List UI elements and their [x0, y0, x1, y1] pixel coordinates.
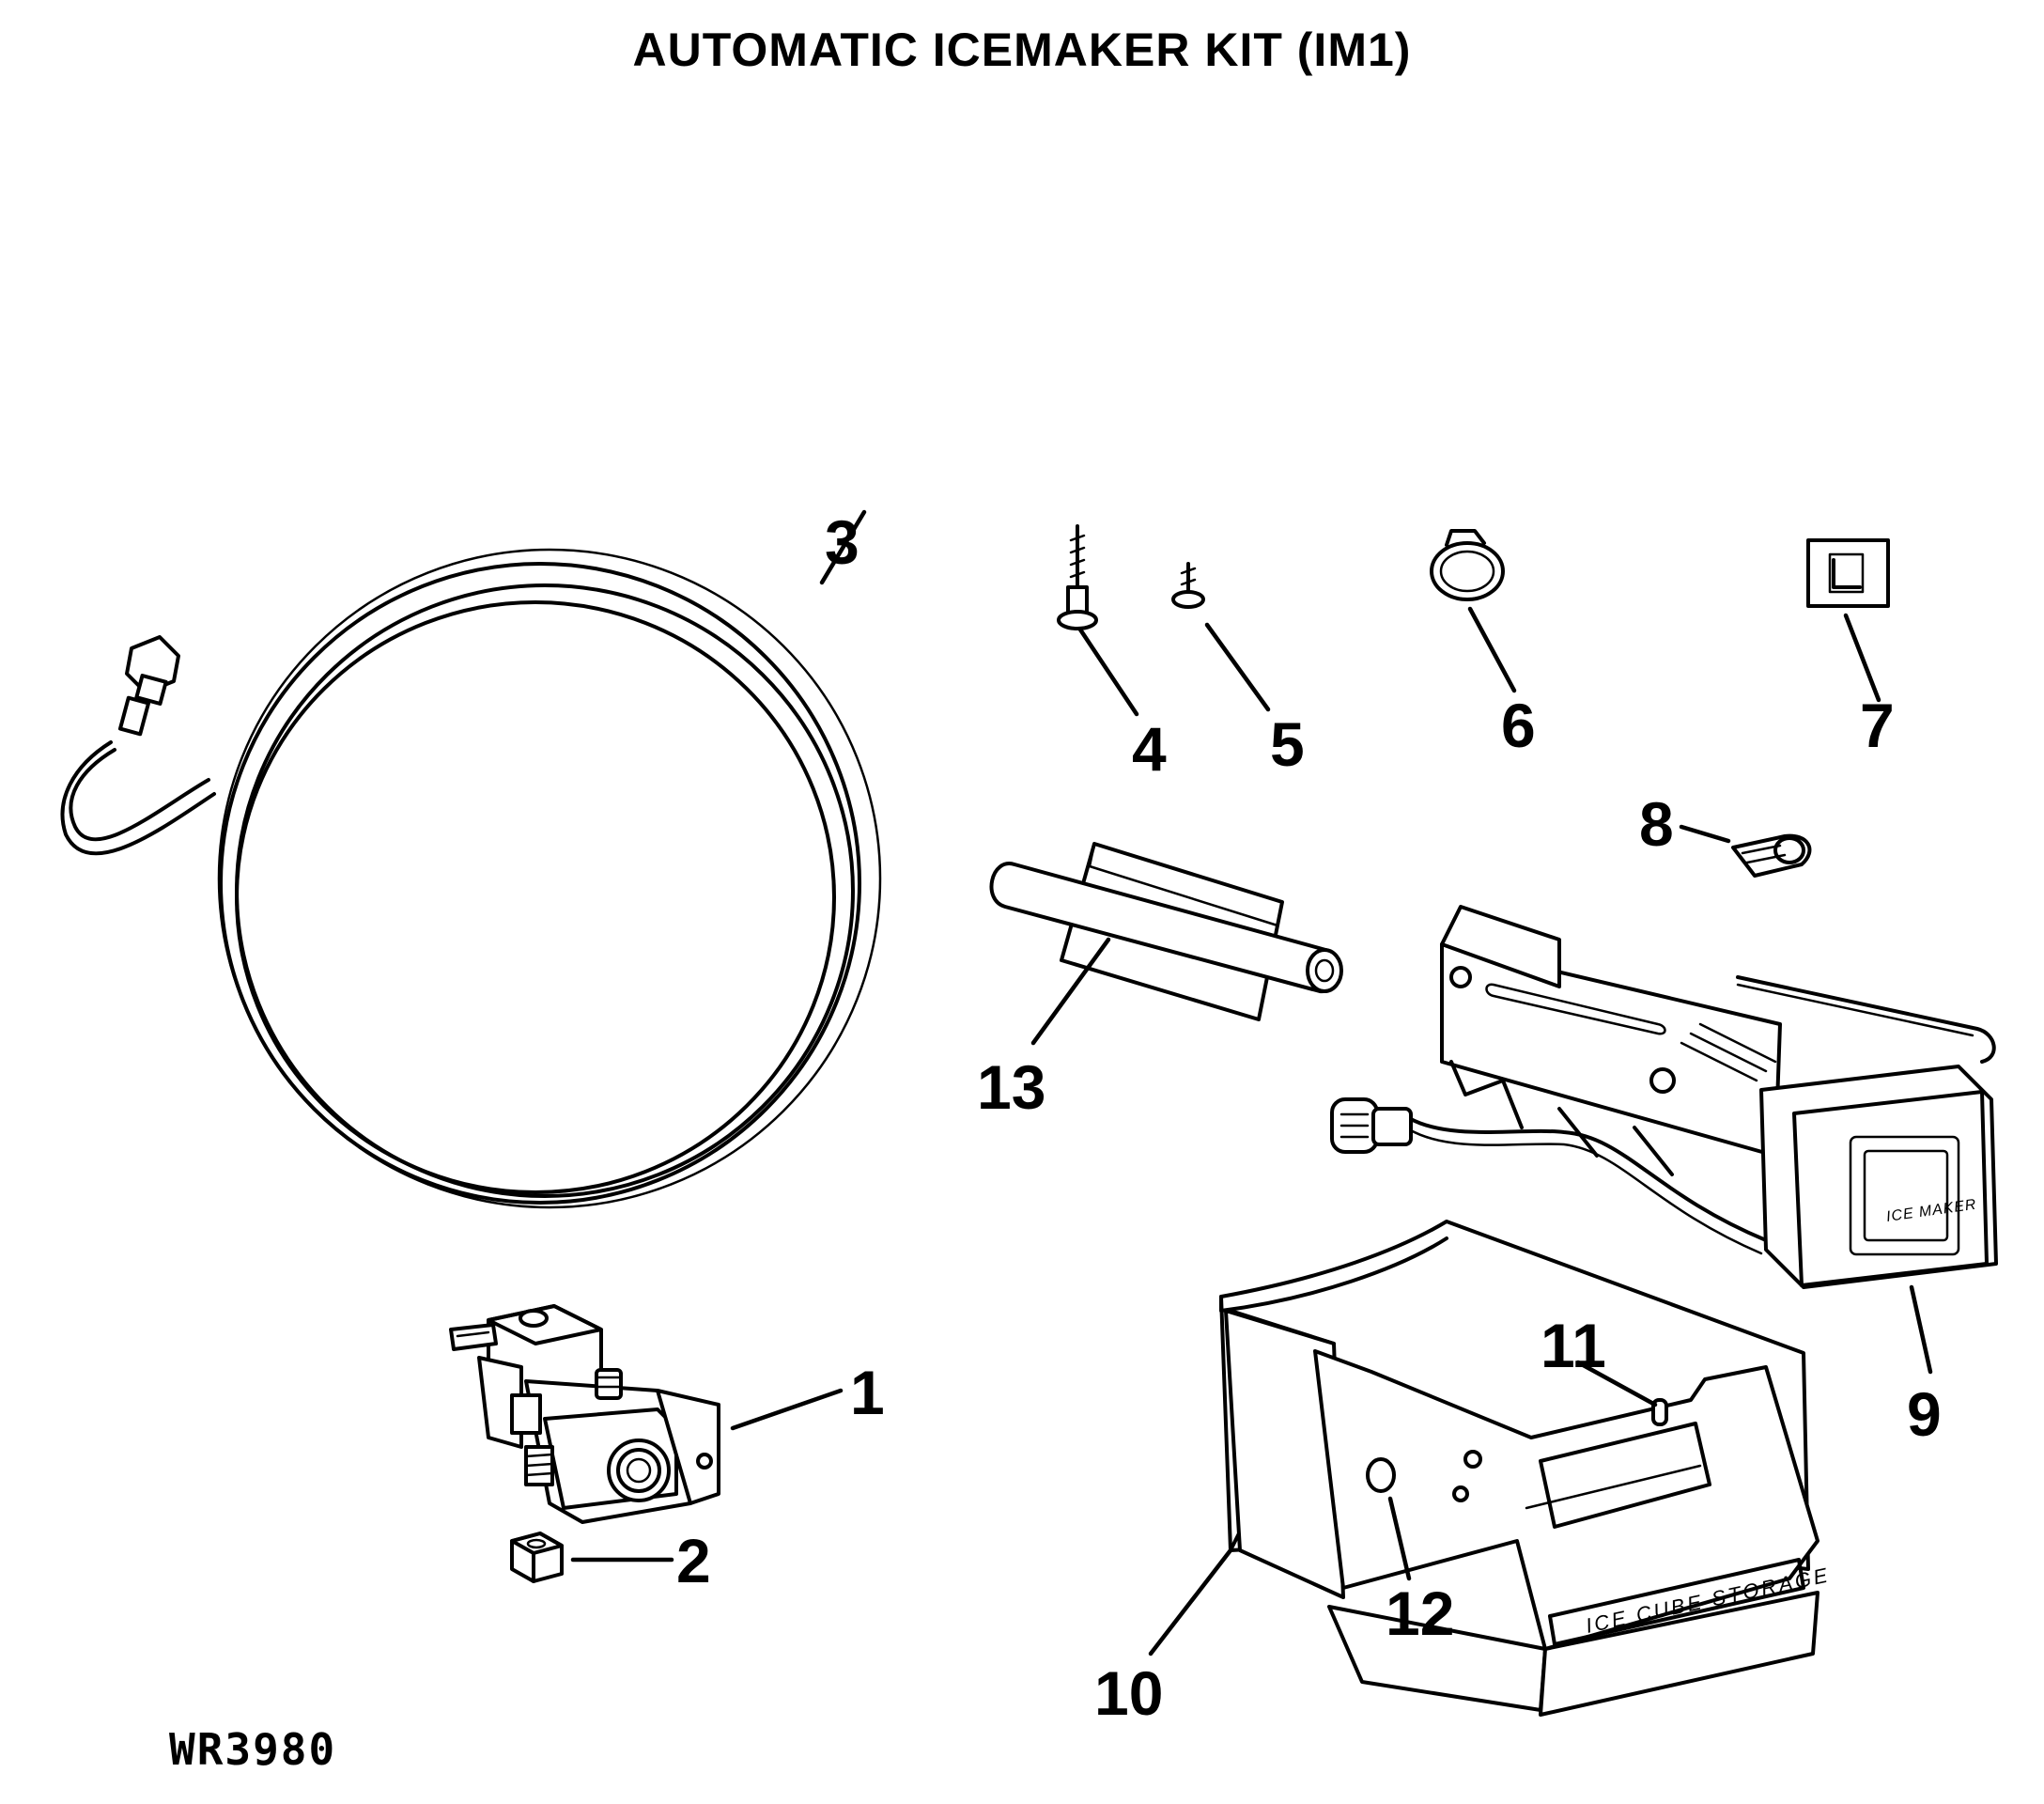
- leader-8: [1679, 824, 1731, 844]
- leader-4: [1077, 627, 1139, 717]
- callout-4: 4: [1132, 714, 1167, 784]
- mounting-screw-short: [1171, 562, 1205, 609]
- callout-9: 9: [1907, 1379, 1942, 1449]
- cable-clip: [1731, 833, 1812, 878]
- leader-5: [1204, 622, 1271, 712]
- leader-3: [819, 509, 867, 585]
- hose-clamp: [1430, 529, 1505, 601]
- callout-13: 13: [977, 1052, 1045, 1122]
- water-valve: [449, 1304, 720, 1524]
- icemaker-assembly: ICE MAKER: [1330, 905, 1998, 1289]
- drawing-code: WR3980: [169, 1724, 336, 1775]
- valve-nut: [510, 1532, 564, 1583]
- tube-compression-fitting: [117, 635, 180, 737]
- leader-6: [1467, 606, 1517, 693]
- callout-6: 6: [1501, 691, 1536, 760]
- ice-bucket: ICE CUBE STORAGE: [1219, 1220, 1832, 1717]
- callout-5: 5: [1270, 709, 1305, 779]
- harness-plug: [1330, 1097, 1413, 1154]
- leader-10: [1148, 1547, 1233, 1656]
- water-tube-coil: [60, 548, 882, 1209]
- callout-11: 11: [1541, 1311, 1606, 1380]
- callout-12: 12: [1386, 1578, 1454, 1648]
- leader-12: [1387, 1496, 1412, 1581]
- callout-7: 7: [1860, 691, 1895, 760]
- leader-7: [1843, 613, 1881, 703]
- leader-9: [1909, 1284, 1933, 1375]
- leader-11: [1575, 1360, 1658, 1407]
- callout-1: 1: [850, 1358, 885, 1427]
- callout-10: 10: [1094, 1658, 1163, 1728]
- fill-tube-with-insulation: [989, 842, 1343, 1021]
- mounting-screw-long: [1057, 524, 1098, 630]
- callout-8: 8: [1639, 789, 1674, 859]
- callout-3: 3: [825, 507, 859, 577]
- diagram-title: AUTOMATIC ICEMAKER KIT (IM1): [633, 23, 1412, 76]
- switch-plate: [1806, 538, 1890, 608]
- leader-13: [1030, 937, 1111, 1046]
- callout-2: 2: [676, 1526, 711, 1595]
- leader-1: [730, 1388, 844, 1431]
